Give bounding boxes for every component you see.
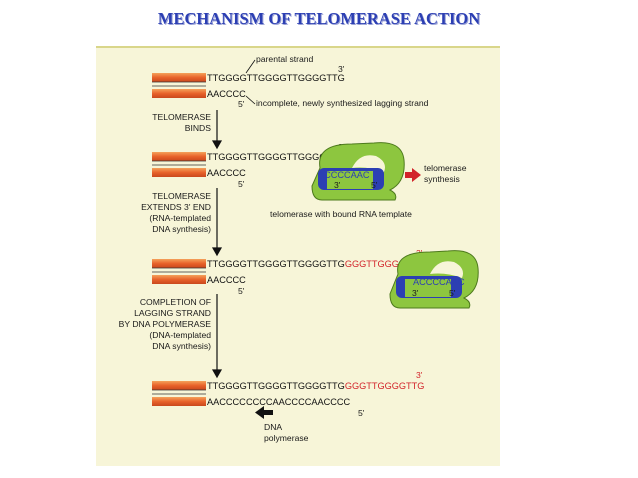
lagging-strand-bar [152, 89, 206, 98]
parental-strand-bar [152, 73, 206, 82]
dna-polymerase-label-2: polymerase [264, 433, 309, 443]
dna-polymerase-label-1: DNA [264, 422, 282, 432]
lagging-sequence-1: AACCCC [207, 89, 246, 99]
rna-3prime-2: 3' [412, 288, 419, 298]
process-arrows [211, 110, 223, 379]
rna-template-seq-2: ACCCCAAC [413, 277, 465, 287]
rna-5prime-2: 5' [449, 288, 456, 298]
lagging-sequence-3: AACCCC [207, 275, 246, 285]
parental-sequence-3: TTGGGGTTGGGGTTGGGGTTGGGGTTGGGGTTG [207, 259, 424, 269]
dna-duplex-4: TTGGGGTTGGGGTTGGGGTTGGGGTTGGGGTTG AACCCC… [152, 370, 424, 418]
panel-top-rule [96, 46, 500, 48]
red-arrow-icon [405, 168, 421, 182]
telomerase-enzyme-2: ACCCCAAC 3' 5' [389, 250, 479, 309]
parental-sequence-1: TTGGGGTTGGGGTTGGGGTTG [207, 73, 345, 83]
parental-sequence-2: TTGGGGTTGGGGTTGGGGTTG [207, 152, 345, 162]
rna-3prime-1: 3' [334, 180, 341, 190]
filled-sequence: CCCCAACCCCAACCCC [246, 397, 350, 407]
step-extends-line-3: (RNA-templated [149, 213, 211, 223]
step-binds-line-1: TELOMERASE [152, 112, 211, 122]
telomerase-synthesis-label-1: telomerase [424, 163, 467, 173]
step-extends-line-4: DNA synthesis) [152, 224, 211, 234]
step-binds-line-2: BINDS [185, 123, 212, 133]
incomplete-strand-label: incomplete, newly synthesized lagging st… [256, 98, 429, 108]
dna-duplex-3: TTGGGGTTGGGGTTGGGGTTGGGGTTGGGGTTG AACCCC… [152, 248, 424, 296]
step-completion-line-4: (DNA-templated [149, 330, 211, 340]
left-arrow-icon [255, 406, 273, 419]
step-completion-line-5: DNA synthesis) [152, 341, 211, 351]
lagging-sequence-2: AACCCC [207, 168, 246, 178]
step-extends-line-2: EXTENDS 3' END [141, 202, 211, 212]
five-prime-2: 5' [238, 179, 245, 189]
slide-title: MECHANISM OF TELOMERASE ACTION [157, 9, 481, 28]
step-extends-line-1: TELOMERASE [152, 191, 211, 201]
rna-5prime-1: 5' [371, 180, 378, 190]
lagging-sequence-4: AACCCC [207, 397, 246, 407]
step-completion-line-2: LAGGING STRAND [134, 308, 211, 318]
step-completion-line-1: COMPLETION OF [140, 297, 211, 307]
five-prime-3: 5' [238, 286, 245, 296]
bound-rna-label: telomerase with bound RNA template [270, 209, 412, 219]
parental-strand-label: parental strand [256, 54, 314, 64]
telomerase-enzyme-1: ACCCCAAC 3' 5' [311, 142, 405, 201]
step-completion-line-3: BY DNA POLYMERASE [119, 319, 212, 329]
rna-template-seq-1: ACCCCAAC [318, 170, 370, 180]
five-prime-1: 5' [238, 99, 245, 109]
dna-duplex-1: TTGGGGTTGGGGTTGGGGTTG AACCCC 3' 5' [152, 64, 345, 109]
telomerase-synthesis-label-2: synthesis [424, 174, 460, 184]
three-prime-4: 3' [416, 370, 423, 380]
three-prime-1: 3' [338, 64, 345, 74]
parental-sequence-4: TTGGGGTTGGGGTTGGGGTTGGGGTTGGGGTTG [207, 381, 424, 391]
five-prime-4: 5' [358, 408, 365, 418]
